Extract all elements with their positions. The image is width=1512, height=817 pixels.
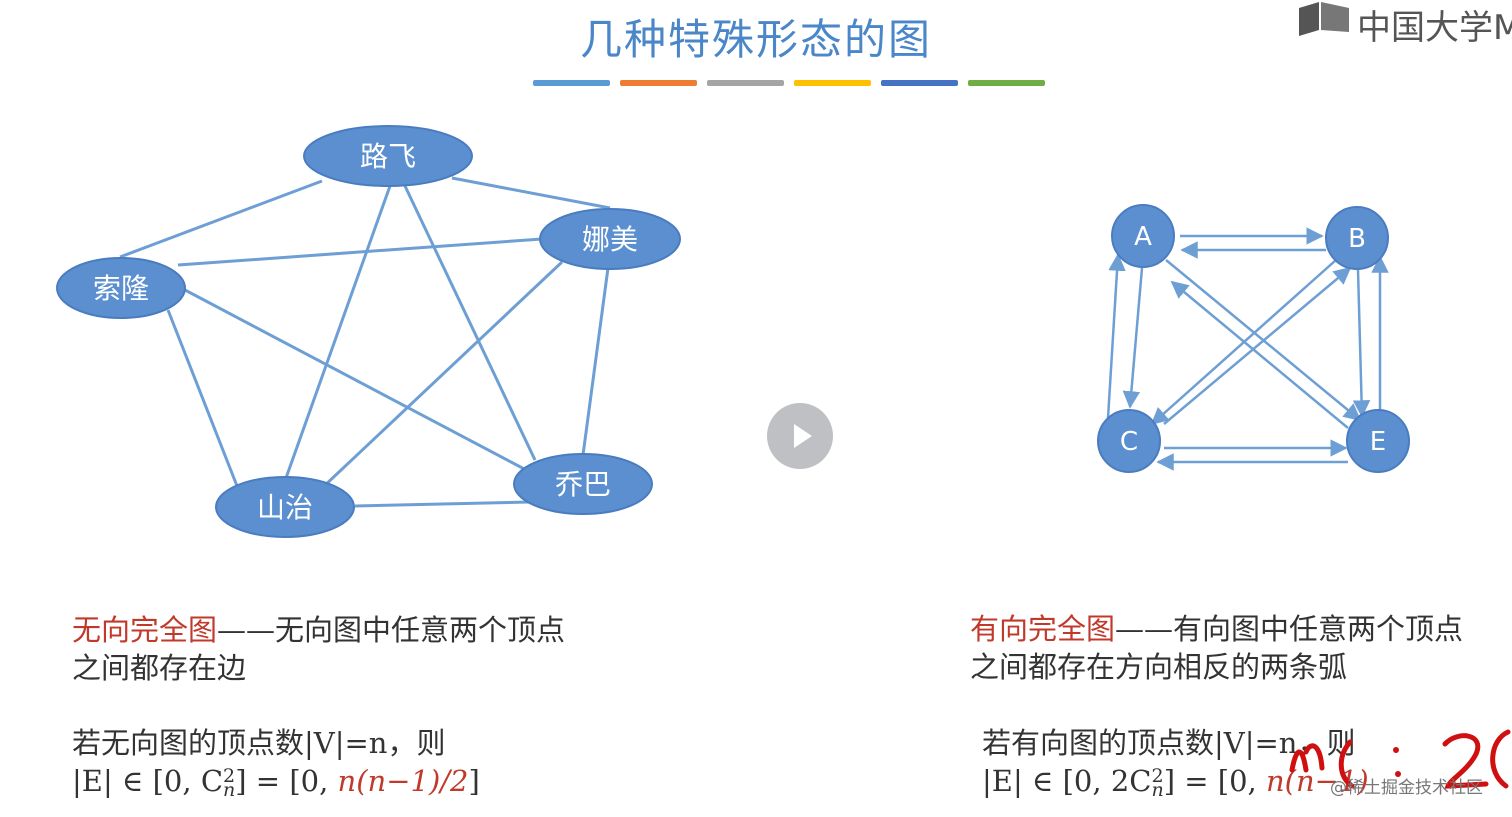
dash: —— [217,613,276,647]
undirected-edges [119,176,611,508]
undirected-term: 无向完全图 [72,613,218,647]
node-e: E [1346,409,1410,473]
formula-sub: n [223,779,236,801]
formula-suffix: ] [468,764,480,798]
arc-c-a [1106,253,1126,419]
node-qiaoba: 乔巴 [513,453,653,515]
logo-text: 中国大学M [1357,8,1512,48]
formula-mid: ] = [0, [1163,764,1266,798]
node-a: A [1111,204,1175,268]
formula-mid: ] = [0, [235,764,338,798]
formula-red: n(n−1) [1265,764,1369,798]
arc-b-e [1352,269,1371,418]
edge-lufei-qiaoba [403,185,537,461]
edge-suolong-qiaoba [184,288,531,474]
definition-line1: 无向图中任意两个顶点 [275,613,566,647]
vertex-count-line: 若有向图的顶点数|V|=n，则 [982,726,1356,760]
node-label: 路飞 [360,140,416,173]
node-label: 山治 [257,491,313,524]
directed-edges [1106,227,1389,471]
node-namei: 娜美 [539,208,681,270]
node-suolong: 索隆 [56,257,186,319]
node-shanzhi: 山治 [215,476,355,538]
definition-line2: 之间都存在方向相反的两条弧 [970,650,1348,684]
title-color-bar [794,80,871,86]
formula-sub: n [1151,779,1164,801]
edge-namei-qiaoba [581,267,610,456]
edge-shanzhi-qiaoba [354,500,531,508]
node-label: A [1134,222,1152,252]
formula-prefix: |E| ∈ [0, 2C [982,764,1152,798]
watermark: @稀土掘金技术社区 [1330,778,1483,798]
title-color-bar [533,80,610,86]
edge-namei-shanzhi [320,260,564,490]
edge-lufei-namei [451,176,611,210]
logo-book-icon [1299,2,1349,36]
arc-b-c [1150,259,1337,426]
directed-definition: 有向完全图——有向图中任意两个顶点 之间都存在方向相反的两条弧 [970,610,1463,686]
edge-suolong-shanzhi [166,309,239,487]
play-icon [794,424,812,448]
node-label: 乔巴 [555,468,611,501]
node-b: B [1325,206,1389,270]
formula-red: n(n−1)/2 [337,764,469,798]
node-c: C [1097,409,1161,473]
definition-line1: 有向图中任意两个顶点 [1173,612,1464,646]
definition-line2: 之间都存在边 [72,651,247,685]
undirected-definition: 无向完全图——无向图中任意两个顶点 之间都存在边 [72,611,565,687]
vertex-count-line: 若无向图的顶点数|V|=n，则 [72,726,446,760]
title-color-bar [707,80,784,86]
arc-c-b [1163,266,1352,425]
edge-namei-suolong [177,237,543,267]
node-lufei: 路飞 [303,125,473,187]
directed-term: 有向完全图 [970,612,1116,646]
title-color-bar [881,80,958,86]
arc-e-a [1170,280,1349,429]
handwritten-annotation [1289,729,1511,789]
arc-a-c [1122,267,1144,409]
mooc-logo: 中国大学M [1297,0,1512,48]
formula-sup: 2 [1151,765,1164,787]
dash: —— [1115,612,1174,646]
edge-lufei-shanzhi [284,185,392,479]
node-label: C [1120,427,1138,457]
node-label: E [1370,427,1386,457]
node-label: B [1348,224,1366,254]
title-color-bar [968,80,1045,86]
video-play-button[interactable] [767,403,833,469]
title-color-bar [620,80,697,86]
formula-prefix: |E| ∈ [0, C [72,764,224,798]
slide-title: 几种特殊形态的图 [579,15,932,64]
formula-sup: 2 [223,765,236,787]
edge-lufei-suolong [119,179,323,259]
node-label: 娜美 [582,223,638,256]
node-label: 索隆 [93,272,149,305]
